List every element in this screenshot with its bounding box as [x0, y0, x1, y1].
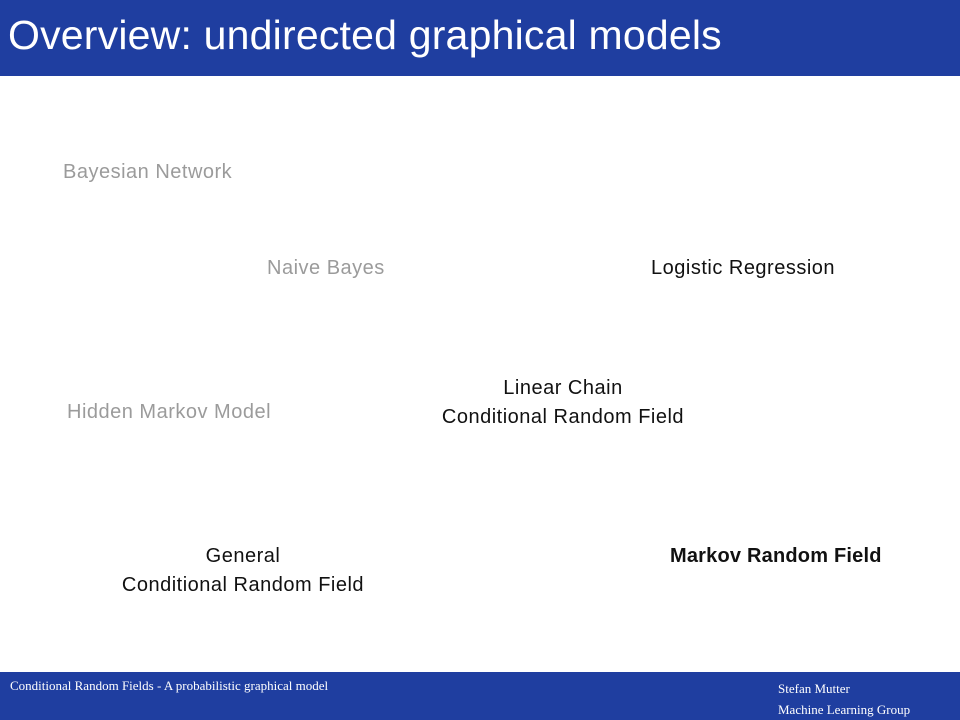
node-logistic-regression: Logistic Regression	[651, 257, 836, 279]
node-bayesian-network: Bayesian Network	[63, 161, 233, 183]
node-linear-chain-crf: Linear Chain Conditional Random Field	[415, 374, 711, 432]
node-linear-chain-crf-line-1: Linear Chain	[503, 377, 623, 399]
node-linear-chain-crf-line-2: Conditional Random Field	[441, 406, 685, 428]
footer-author: Stefan Mutter	[778, 681, 850, 696]
footer-bar: Conditional Random Fields - A probabilis…	[0, 672, 960, 720]
node-general-crf-line-2: Conditional Random Field	[121, 574, 365, 596]
footer-group: Machine Learning Group	[778, 702, 911, 717]
node-hidden-markov-model: Hidden Markov Model	[67, 401, 272, 423]
node-general-crf: General Conditional Random Field	[95, 542, 391, 600]
slide-title: Overview: undirected graphical models	[8, 12, 722, 58]
node-general-crf-line-1: General	[205, 545, 281, 567]
node-markov-random-field: Markov Random Field	[670, 545, 882, 567]
footer-presentation-title: Conditional Random Fields - A probabilis…	[10, 678, 329, 693]
node-naive-bayes: Naive Bayes	[267, 257, 385, 279]
footer-author-block: Stefan Mutter Machine Learning Group	[778, 678, 910, 720]
title-bar: Overview: undirected graphical models	[0, 0, 960, 76]
